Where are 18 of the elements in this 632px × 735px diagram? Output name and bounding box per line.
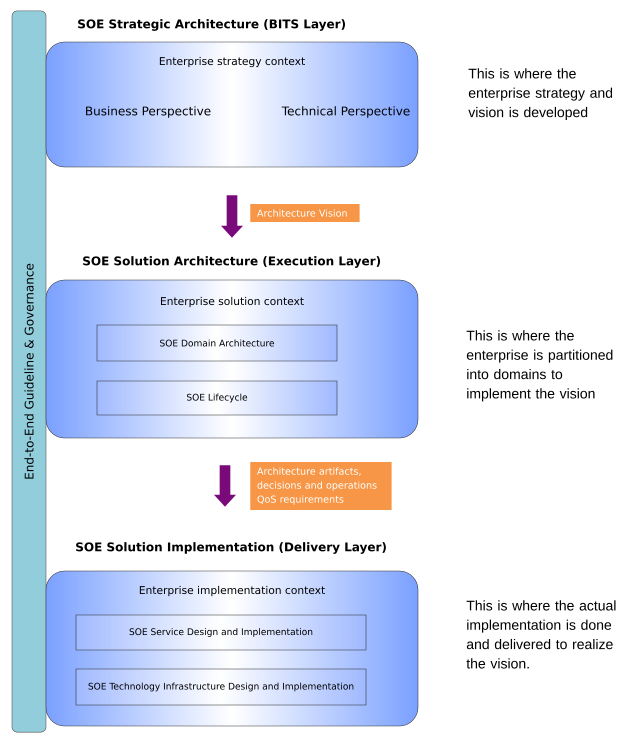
- description-text: This is where the actual implementation is done and delivered to realize the vision.: [466, 600, 616, 669]
- context-label: Enterprise solution context: [161, 296, 304, 308]
- description-text: This is where the enterprise is partitioned into domains to implement the vision: [466, 330, 612, 402]
- edge-label: Architecture Vision: [250, 204, 360, 222]
- context-label: Enterprise strategy context: [160, 56, 305, 68]
- layer-title: SOE Strategic Architecture (BITS Layer): [78, 19, 346, 31]
- context-label: Enterprise implementation context: [140, 586, 325, 596]
- component-box: SOE Lifecycle: [96, 380, 338, 416]
- perspective-label: Business Perspective: [86, 106, 210, 118]
- description-text: This is where the enterprise strategy and vision is developed: [468, 68, 612, 120]
- component-box: SOE Domain Architecture: [96, 324, 338, 362]
- component-box: SOE Service Design and Implementation: [76, 614, 366, 650]
- layer-title: SOE Solution Architecture (Execution Layer): [83, 256, 380, 268]
- governance-bar: End-to-End Guideline & Governance: [12, 10, 46, 732]
- edge-label: Architecture artifacts, decisions and operations QoS requirements: [250, 462, 392, 510]
- perspective-label: Technical Perspective: [282, 106, 410, 118]
- layer-title: SOE Solution Implementation (Delivery Layer): [76, 542, 386, 554]
- component-box: SOE Technology Infrastructure Design and Implementation: [76, 668, 366, 706]
